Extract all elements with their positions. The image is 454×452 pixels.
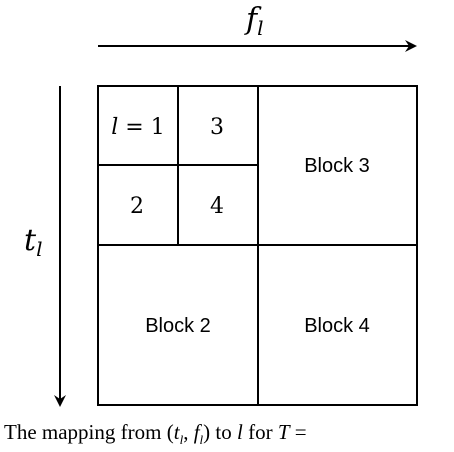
block-label-3: Block 3 (304, 155, 370, 177)
horizontal-axis-label: fl (244, 2, 264, 40)
cell-label-4: 4 (210, 194, 224, 219)
cell-label-1: l = 1 (111, 115, 164, 140)
block-label-2: Block 2 (145, 315, 211, 337)
block-grid (97, 85, 418, 406)
horizontal-axis: fl (98, 2, 417, 52)
cell-label-3: 3 (210, 115, 224, 140)
block-label-4: Block 4 (304, 315, 370, 337)
figure-caption: The mapping from (tl, fl) to l for T = (4, 420, 307, 448)
block-mapping-diagram: fl tl l = 1 3 2 4 Block 3 Block 2 Block … (24, 2, 418, 407)
vertical-axis: tl (24, 86, 66, 407)
vertical-axis-label: tl (24, 223, 42, 261)
cell-label-2: 2 (130, 194, 144, 219)
